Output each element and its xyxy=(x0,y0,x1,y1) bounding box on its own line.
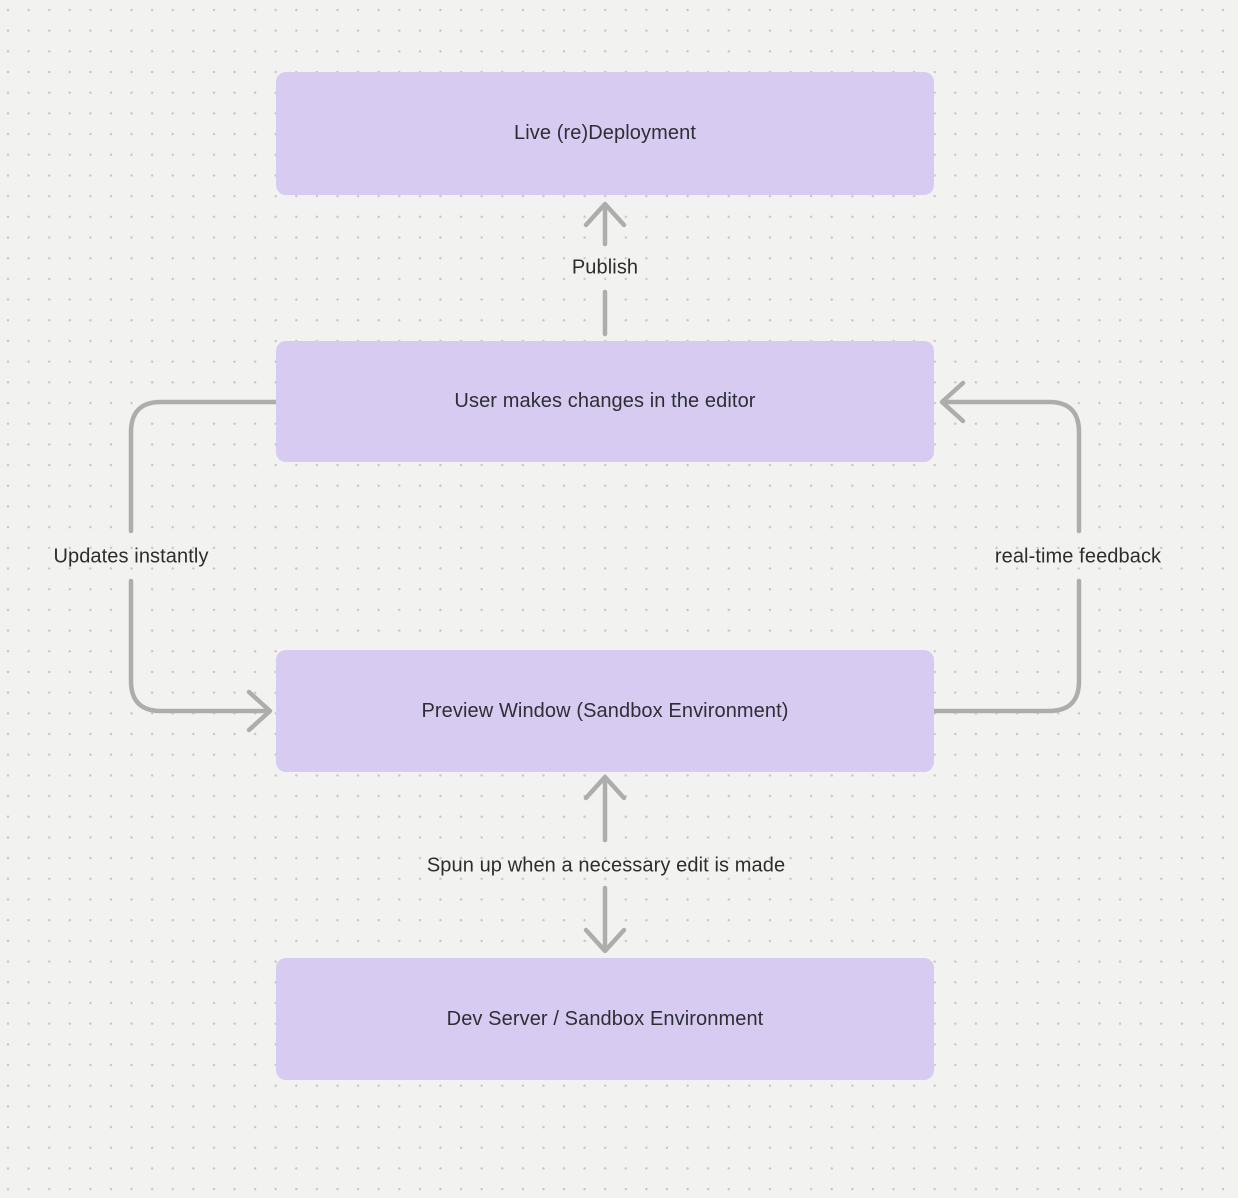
edge-label-spun-up[interactable]: Spun up when a necessary edit is made xyxy=(426,854,786,877)
edge-label-publish[interactable]: Publish xyxy=(571,256,639,279)
node-label: Dev Server / Sandbox Environment xyxy=(446,1007,764,1030)
node-user-editor[interactable]: User makes changes in the editor xyxy=(276,341,934,462)
arrow-left-icon xyxy=(939,380,966,424)
edge-label-real-time-feedback[interactable]: real-time feedback xyxy=(994,545,1162,568)
arrow-right-icon xyxy=(246,689,273,733)
arrow-up-icon xyxy=(583,201,627,228)
node-label: User makes changes in the editor xyxy=(454,390,756,412)
connector-updates-upper xyxy=(128,399,279,534)
node-label: Live (re)Deployment xyxy=(514,122,696,144)
node-dev-server[interactable]: Dev Server / Sandbox Environment xyxy=(276,958,934,1080)
connector-feedback-upper xyxy=(943,399,1082,534)
arrow-up-icon xyxy=(583,774,627,801)
node-live-redeployment[interactable]: Live (re)Deployment xyxy=(276,72,934,195)
edge-label-updates-instantly[interactable]: Updates instantly xyxy=(53,545,209,568)
arrow-down-icon xyxy=(583,927,627,954)
node-preview-window[interactable]: Preview Window (Sandbox Environment) xyxy=(276,650,934,772)
node-label: Preview Window (Sandbox Environment) xyxy=(421,699,789,722)
connector-updates-lower xyxy=(128,578,269,714)
connector-feedback-lower xyxy=(931,578,1082,714)
